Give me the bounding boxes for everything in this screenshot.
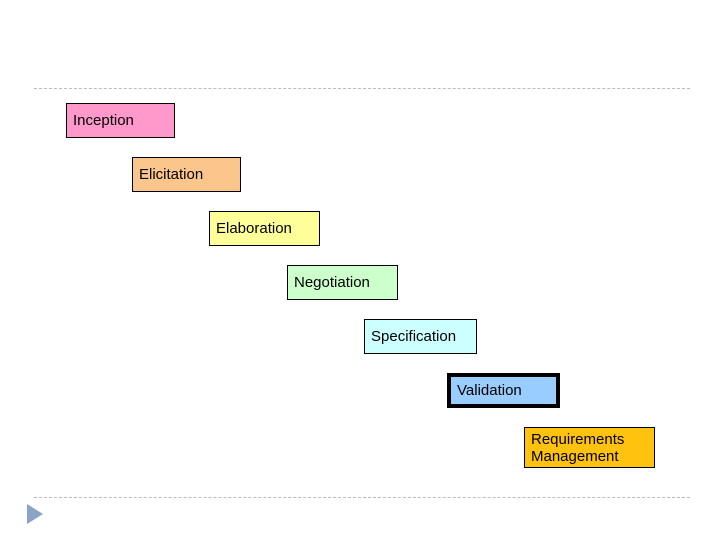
stage-label: Specification xyxy=(371,328,457,345)
stage-box-validation[interactable]: Validation xyxy=(447,373,560,408)
stage-box-specification[interactable]: Specification xyxy=(364,319,477,354)
stage-label: Requirements xyxy=(531,430,625,448)
divider-line-top xyxy=(34,88,690,89)
play-triangle-icon xyxy=(27,504,43,524)
stage-label: Inception xyxy=(73,112,134,129)
stage-label: Validation xyxy=(457,382,522,399)
divider-line-bottom xyxy=(34,497,690,498)
stage-box-elaboration[interactable]: Elaboration xyxy=(209,211,320,246)
stage-box-inception[interactable]: Inception xyxy=(66,103,175,138)
stage-box-negotiation[interactable]: Negotiation xyxy=(287,265,398,300)
stage-label: Negotiation xyxy=(294,274,370,291)
stage-label: Elicitation xyxy=(139,166,204,183)
stage-label-line2: Management xyxy=(531,447,619,465)
stage-label: Elaboration xyxy=(216,220,292,237)
stage-box-elicitation[interactable]: Elicitation xyxy=(132,157,241,192)
